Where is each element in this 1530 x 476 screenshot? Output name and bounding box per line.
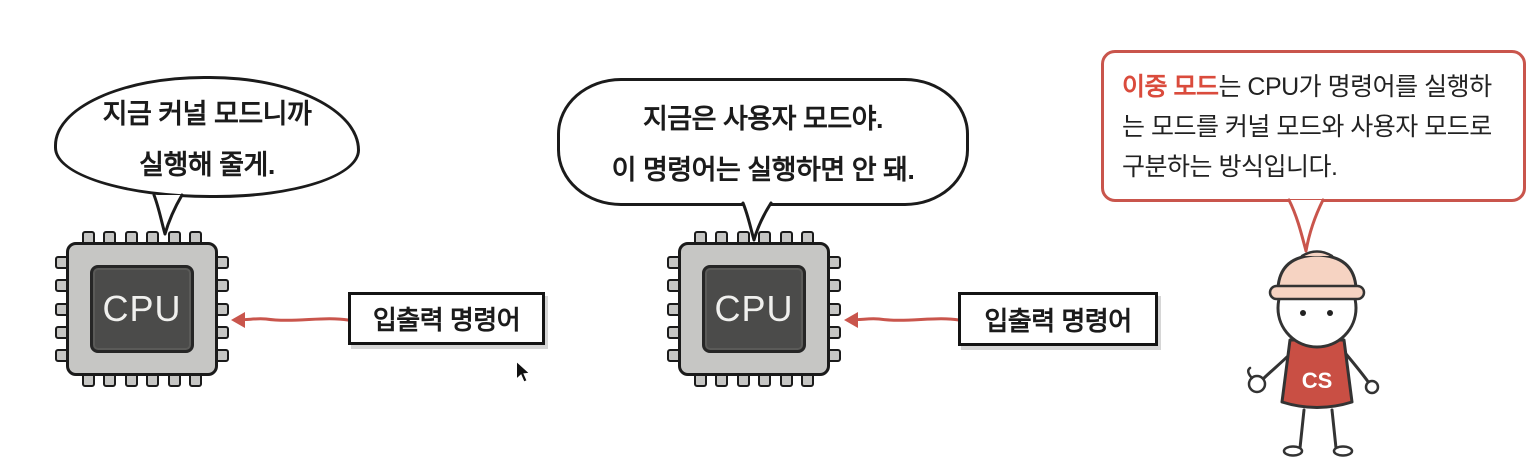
- io-instruction-box-kernel: 입출력 명령어: [348, 292, 545, 345]
- thumbs-up-hand-icon: [1247, 374, 1267, 394]
- user-bubble-tail: [741, 201, 773, 242]
- cpu-label: CPU: [102, 288, 182, 329]
- character-right-hand: [1364, 379, 1380, 395]
- hard-hat-brim: [1268, 284, 1366, 301]
- character-left-leg: [1298, 408, 1306, 450]
- narration-text: 이중 모드는 CPU가 명령어를 실행하는 모드를 커널 모드와 사용자 모드로…: [1122, 67, 1505, 187]
- character-left-eye: [1300, 310, 1306, 316]
- narration-bubble-tail: [1287, 198, 1325, 253]
- cpu-chip-user: CPU: [667, 231, 841, 387]
- hard-hat-icon: [1276, 253, 1358, 290]
- chip-package: CPU: [678, 242, 830, 376]
- io-instruction-label: 입출력 명령어: [372, 305, 521, 335]
- character-right-eye: [1327, 310, 1333, 316]
- io-instruction-box-user: 입출력 명령어: [958, 292, 1158, 346]
- chip-die: CPU: [702, 265, 806, 353]
- chip-package: CPU: [66, 242, 218, 376]
- character-right-arm: [1344, 352, 1371, 385]
- io-arrow-kernel: [231, 312, 350, 328]
- io-arrow-user: [844, 312, 961, 328]
- user-bubble-line-2: 이 명령어는 실행하면 안 돼.: [611, 155, 915, 185]
- chip-die: CPU: [90, 265, 194, 353]
- character-left-foot: [1282, 445, 1304, 457]
- mouse-cursor-icon: [516, 361, 531, 383]
- cpu-label: CPU: [714, 288, 794, 329]
- kernel-bubble-line-2: 실행해 줄게.: [139, 150, 275, 180]
- character-body: [1280, 338, 1354, 409]
- user-bubble-line-1: 지금은 사용자 모드야.: [642, 104, 884, 134]
- character-right-foot: [1332, 445, 1354, 457]
- cs-character: CS: [1247, 250, 1380, 457]
- io-instruction-label: 입출력 명령어: [984, 305, 1132, 336]
- hard-hat-ridge: [1300, 250, 1334, 258]
- kernel-bubble-line-1: 지금 커널 모드니까: [102, 99, 312, 129]
- thumb-icon: [1247, 366, 1254, 380]
- user-speech-bubble: 지금은 사용자 모드야. 이 명령어는 실행하면 안 돼.: [557, 78, 969, 206]
- narration-rest: 는 CPU가 명령어를 실행하는 모드를 커널 모드와 사용자 모드로 구분하는…: [1122, 73, 1492, 181]
- narration-highlight: 이중 모드: [1122, 73, 1219, 101]
- kernel-bubble-tail: [152, 193, 184, 236]
- narration-callout: 이중 모드는 CPU가 명령어를 실행하는 모드를 커널 모드와 사용자 모드로…: [1101, 50, 1526, 202]
- kernel-speech-bubble: 지금 커널 모드니까 실행해 줄게.: [54, 76, 360, 198]
- cpu-chip-kernel: CPU: [55, 231, 229, 387]
- cs-badge-label: CS: [1302, 368, 1333, 393]
- character-right-leg: [1330, 408, 1338, 450]
